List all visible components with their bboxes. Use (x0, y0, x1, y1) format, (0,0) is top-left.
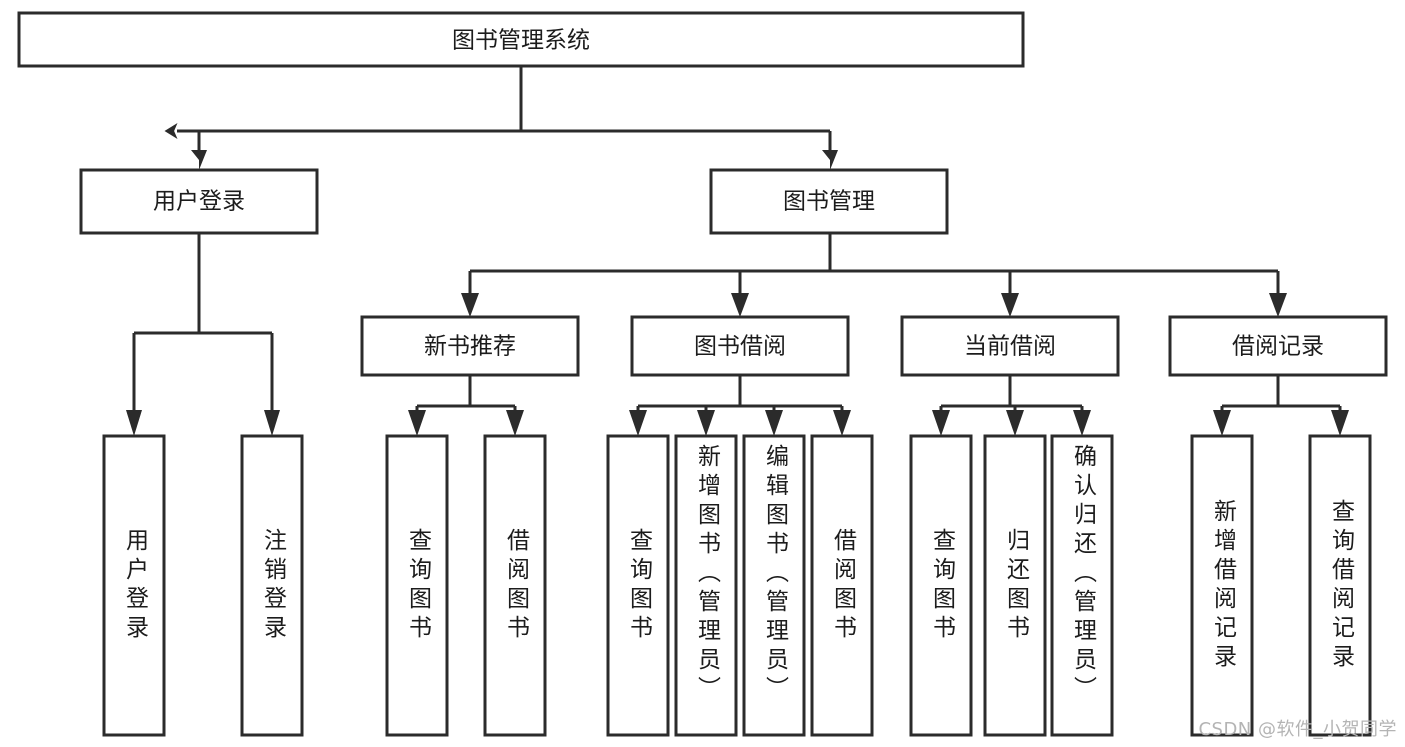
arrow-bm-to-book-borrow (731, 293, 749, 317)
leaf-borrow-book-1-box[interactable] (483, 434, 547, 737)
leaf-user-login-box[interactable] (102, 434, 166, 737)
node-book-borrow[interactable]: 图书借阅 (630, 315, 850, 377)
node-current-borrow-box[interactable] (900, 315, 1120, 377)
watermark-text: CSDN @软件_小贺同学 (1198, 719, 1397, 740)
node-root[interactable]: 图书管理系统 (17, 11, 1025, 68)
node-book-manage-label: 图书管理 (783, 189, 875, 215)
leaf-query-book-3-box[interactable] (909, 434, 973, 737)
arrow-root-to-user-login (191, 150, 207, 170)
leaf-add-record-box[interactable] (1190, 434, 1254, 737)
arrow-bb-leaf-4 (833, 410, 851, 436)
arrow-bb-leaf-3 (765, 410, 783, 436)
arrow-bb-leaf-1 (629, 410, 647, 436)
node-root-box[interactable] (17, 11, 1025, 68)
node-book-borrow-label: 图书借阅 (694, 334, 786, 360)
leaf-logout-box[interactable] (240, 434, 304, 737)
arrow-cb-leaf-1 (932, 410, 950, 436)
node-book-manage-box[interactable] (709, 168, 949, 235)
node-book-manage[interactable]: 图书管理 (709, 168, 949, 235)
leaf-query-book-2-box[interactable] (606, 434, 670, 737)
arrow-nbr-leaf-2 (506, 410, 524, 436)
arrow-user-login-leaf-2 (264, 410, 280, 436)
leaf-borrow-book-2-box[interactable] (810, 434, 874, 737)
arrow-bm-to-current-borrow (1001, 293, 1019, 317)
node-current-borrow-label: 当前借阅 (964, 334, 1056, 360)
leaf-box-group (102, 434, 1372, 737)
arrow-nbr-leaf-1 (408, 410, 426, 436)
node-borrow-record-label: 借阅记录 (1232, 334, 1324, 360)
node-borrow-record[interactable]: 借阅记录 (1168, 315, 1388, 377)
arrow-bm-to-new-book-recommend (461, 293, 479, 317)
arrow-bb-leaf-2 (697, 410, 715, 436)
node-user-login-label: 用户登录 (153, 189, 245, 215)
arrow-cb-leaf-3 (1073, 410, 1091, 436)
node-new-book-recommend[interactable]: 新书推荐 (360, 315, 580, 377)
leaf-query-record-box[interactable] (1308, 434, 1372, 737)
leaf-return-book-box[interactable] (983, 434, 1047, 737)
arrow-user-login-leaf-1 (126, 410, 142, 436)
arrow-br-leaf-2 (1331, 410, 1349, 436)
arrow-root-to-book-manage (822, 150, 838, 170)
leaf-query-book-1-box[interactable] (385, 434, 449, 737)
node-book-borrow-box[interactable] (630, 315, 850, 377)
node-borrow-record-box[interactable] (1168, 315, 1388, 377)
arrow-br-leaf-1 (1213, 410, 1231, 436)
arrow-bm-to-borrow-record (1269, 293, 1287, 317)
node-new-book-recommend-label: 新书推荐 (424, 334, 516, 360)
node-root-label: 图书管理系统 (452, 28, 590, 54)
node-new-book-recommend-box[interactable] (360, 315, 580, 377)
leaf-confirm-return-box[interactable] (1050, 434, 1114, 737)
arrow-cb-leaf-2 (1006, 410, 1024, 436)
leaf-add-book-box[interactable] (674, 434, 738, 737)
node-user-login-box[interactable] (79, 168, 319, 235)
node-current-borrow[interactable]: 当前借阅 (900, 315, 1120, 377)
node-user-login[interactable]: 用户登录 (79, 168, 319, 235)
leaf-edit-book-box[interactable] (742, 434, 806, 737)
edge-group (126, 66, 1349, 436)
